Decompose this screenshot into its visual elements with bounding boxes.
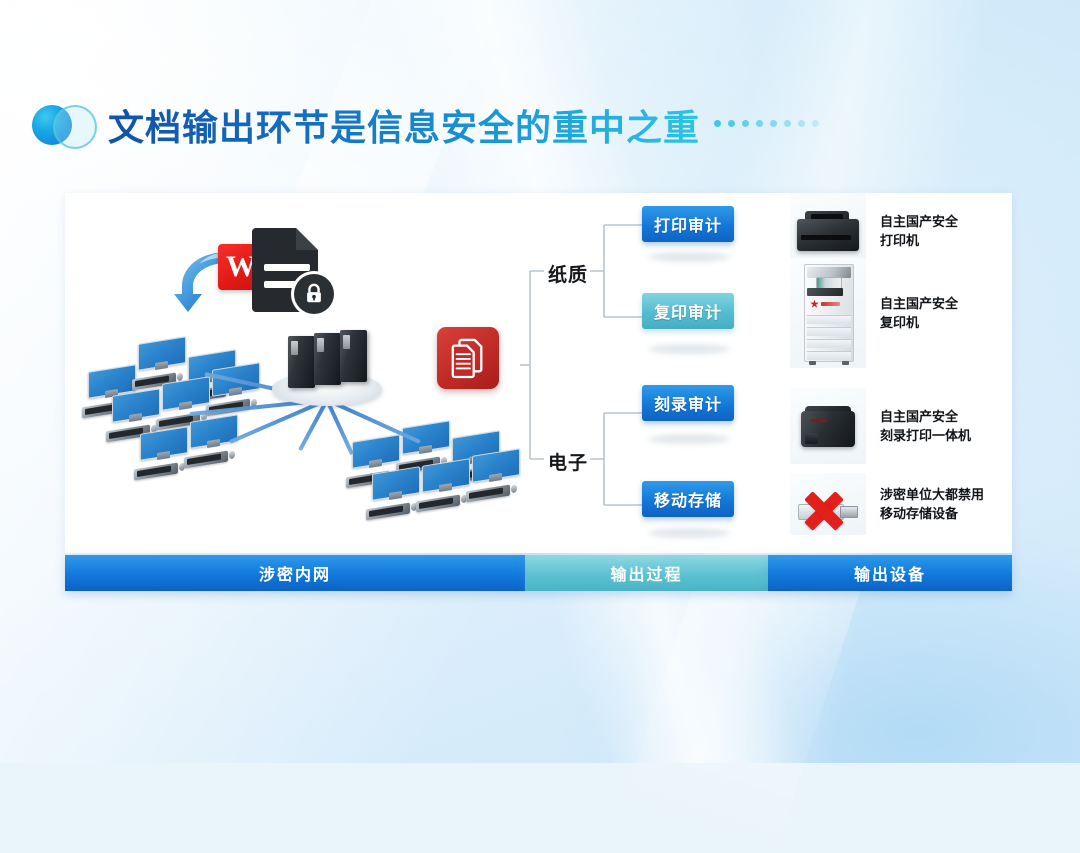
device-burner-line2: 刻录打印一体机	[880, 428, 972, 443]
copier-icon	[790, 258, 866, 368]
usb-forbidden-icon	[790, 473, 866, 535]
device-copier-label: 自主国产安全 复印机	[880, 294, 958, 333]
workstation-monitor-icon	[352, 434, 400, 469]
legend-output-device[interactable]: 输出设备	[768, 555, 1012, 591]
workstation-monitor-icon	[190, 414, 238, 449]
burner-printer-icon	[790, 388, 866, 464]
legend-output-process[interactable]: 输出过程	[525, 555, 768, 591]
device-usb-line1: 涉密单位大都禁用	[880, 486, 985, 502]
server-tower	[314, 333, 341, 385]
page-header: 文档输出环节是信息安全的重中之重	[32, 96, 820, 154]
device-copier-line2: 复印机	[880, 315, 920, 330]
legend-internal-network[interactable]: 涉密内网	[65, 555, 525, 591]
device-printer-label: 自主国产安全 打印机	[880, 212, 958, 251]
chip-removable-storage[interactable]: 移动存储	[642, 481, 734, 517]
server-tower	[288, 336, 315, 388]
device-usb-line2: 移动存储设备	[880, 506, 959, 521]
chip-shadow	[648, 434, 730, 444]
title-dots-decoration	[714, 119, 820, 131]
server-tower	[340, 330, 367, 382]
title-dot	[784, 119, 792, 127]
device-usb-forbidden: 涉密单位大都禁用 移动存储设备	[790, 473, 984, 535]
chip-copy-audit[interactable]: 复印审计	[642, 293, 734, 329]
lock-icon	[294, 274, 334, 314]
tree-connectors	[520, 224, 642, 506]
device-burner-line1: 自主国产安全	[880, 408, 959, 424]
title-dot	[812, 119, 820, 127]
branch-label-paper: 纸质	[548, 265, 589, 286]
two-circles-icon	[32, 102, 97, 149]
workstation-monitor-icon	[422, 458, 470, 493]
device-printer-line2: 打印机	[880, 233, 920, 248]
workstation-monitor-icon	[372, 466, 420, 501]
chip-print-audit[interactable]: 打印审计	[642, 206, 734, 242]
server-stack-icon	[272, 330, 382, 410]
document-security-graphic: W	[172, 222, 347, 322]
device-copier-line1: 自主国产安全	[880, 295, 959, 311]
title-dot	[770, 119, 778, 127]
chip-shadow	[648, 344, 730, 354]
red-documents-icon	[437, 327, 499, 389]
device-printer-line1: 自主国产安全	[880, 213, 959, 229]
page-title: 文档输出环节是信息安全的重中之重	[108, 99, 700, 151]
device-printer: 自主国产安全 打印机	[790, 193, 958, 269]
legend-bars: 涉密内网输出过程输出设备	[65, 555, 1012, 591]
workstation-monitor-icon	[162, 376, 210, 411]
printer-icon	[790, 193, 866, 269]
chip-shadow	[648, 528, 730, 538]
title-dot	[798, 119, 806, 127]
chip-burn-audit[interactable]: 刻录审计	[642, 385, 734, 421]
device-usb-label: 涉密单位大都禁用 移动存储设备	[880, 485, 984, 524]
logo-circle-outline	[53, 105, 97, 149]
chip-shadow	[648, 252, 730, 262]
title-dot	[714, 119, 722, 127]
branch-label-electronic: 电子	[548, 453, 589, 474]
device-copier: 自主国产安全 复印机	[790, 258, 958, 368]
device-burner-label: 自主国产安全 刻录打印一体机	[880, 407, 971, 446]
device-burner: 自主国产安全 刻录打印一体机	[790, 388, 971, 464]
title-dot	[742, 119, 750, 127]
title-dot	[756, 119, 764, 127]
workstation-monitor-icon	[140, 426, 188, 461]
workstation-monitor-icon	[112, 388, 160, 423]
workstation-monitor-icon	[138, 336, 186, 371]
title-dot	[728, 119, 736, 127]
